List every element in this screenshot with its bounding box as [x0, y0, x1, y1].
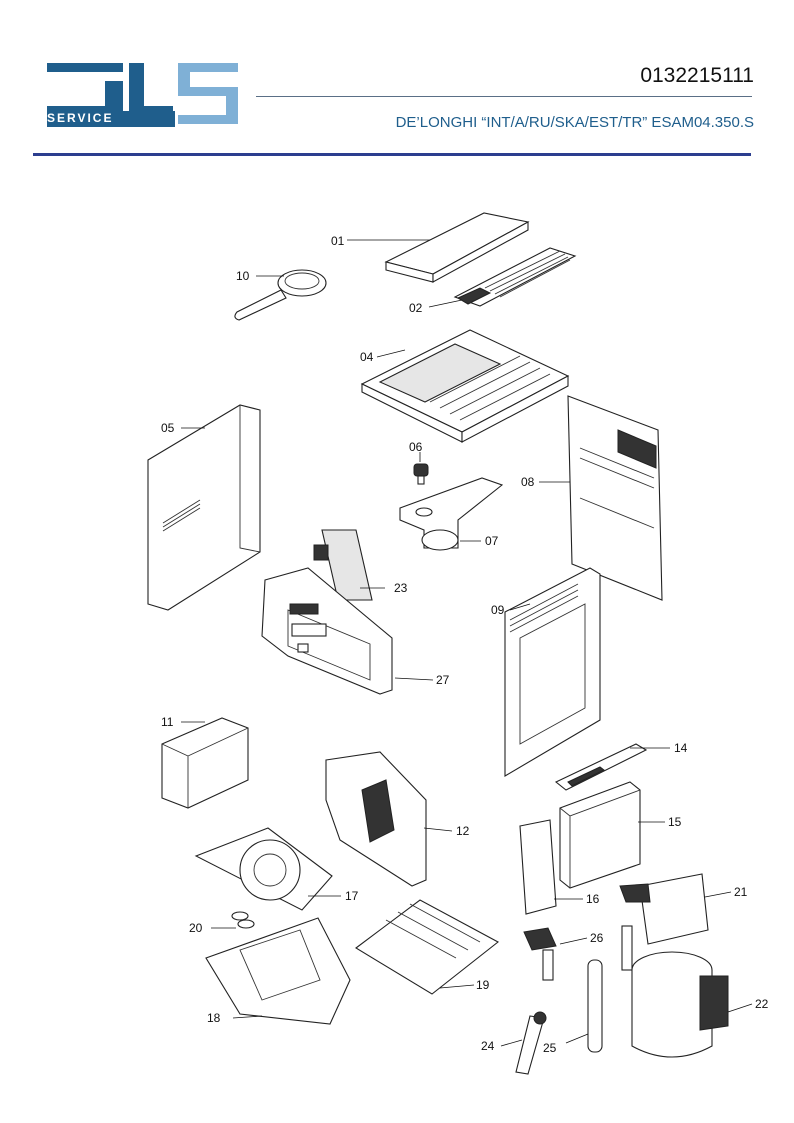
header-divider — [33, 153, 751, 156]
part-15-grounds-container — [559, 781, 641, 889]
part-label-21: 21 — [734, 885, 748, 899]
part-08-right-side-panel — [567, 395, 663, 601]
part-16-door — [519, 819, 557, 915]
document-code: 0132215111 — [640, 64, 754, 87]
part-label-06: 06 — [409, 440, 423, 454]
part-24-connector — [515, 1011, 547, 1075]
part-label-08: 08 — [521, 475, 535, 489]
part-label-18: 18 — [207, 1011, 221, 1025]
part-label-02: 02 — [409, 301, 423, 315]
part-26-valve — [523, 927, 557, 981]
part-17-cup-plate — [194, 827, 333, 911]
part-04-top-frame — [360, 329, 570, 443]
part-label-12: 12 — [456, 824, 470, 838]
part-12-front-panel — [325, 751, 427, 887]
part-23-control-board — [313, 529, 373, 601]
part-label-19: 19 — [476, 978, 490, 992]
logo-service-text: SERVICE — [47, 111, 114, 125]
part-22-milk-jug — [631, 951, 729, 1058]
part-14-rail — [554, 743, 648, 791]
part-label-14: 14 — [674, 741, 688, 755]
part-label-20: 20 — [189, 921, 203, 935]
part-label-05: 05 — [161, 421, 175, 435]
part-19-tray-base — [355, 899, 499, 995]
part-label-25: 25 — [543, 1041, 557, 1055]
part-07-hopper — [399, 477, 504, 551]
part-label-15: 15 — [668, 815, 682, 829]
leader-lines — [181, 239, 753, 1047]
model-line: DE’LONGHI “INT/A/RU/SKA/EST/TR” ESAM04.3… — [395, 114, 754, 131]
part-label-10: 10 — [236, 269, 250, 283]
part-09-front-frame — [504, 567, 601, 777]
part-11-water-tank — [161, 717, 249, 809]
part-02-grille — [453, 247, 577, 307]
part-18-drip-tray — [205, 917, 351, 1025]
part-label-27: 27 — [436, 673, 450, 687]
part-label-22: 22 — [755, 997, 769, 1011]
part-21-milk-lid — [619, 873, 709, 971]
part-label-11: 11 — [161, 715, 174, 729]
dls-logo — [47, 63, 238, 127]
part-01-cup-tray-lid — [384, 212, 530, 283]
part-25-tube — [587, 959, 603, 1053]
part-labels: 01 02 04 05 06 07 08 09 10 11 12 14 15 1… — [161, 234, 769, 1055]
part-label-04: 04 — [360, 350, 374, 364]
part-label-26: 26 — [590, 931, 604, 945]
part-label-07: 07 — [485, 534, 499, 548]
part-20-feet — [231, 911, 255, 929]
header-rule — [256, 96, 752, 97]
part-06-knob — [413, 463, 429, 485]
page-header: SERVICE 0132215111 DE’LONGHI “INT/A/RU/S… — [0, 0, 794, 160]
part-label-24: 24 — [481, 1039, 495, 1053]
part-label-01: 01 — [331, 234, 345, 248]
part-10-measuring-scoop — [234, 269, 327, 321]
part-label-09: 09 — [491, 603, 505, 617]
part-label-17: 17 — [345, 889, 359, 903]
part-label-23: 23 — [394, 581, 408, 595]
part-27-control-panel — [261, 567, 393, 695]
part-label-16: 16 — [586, 892, 600, 906]
part-05-left-side-panel — [147, 404, 261, 611]
